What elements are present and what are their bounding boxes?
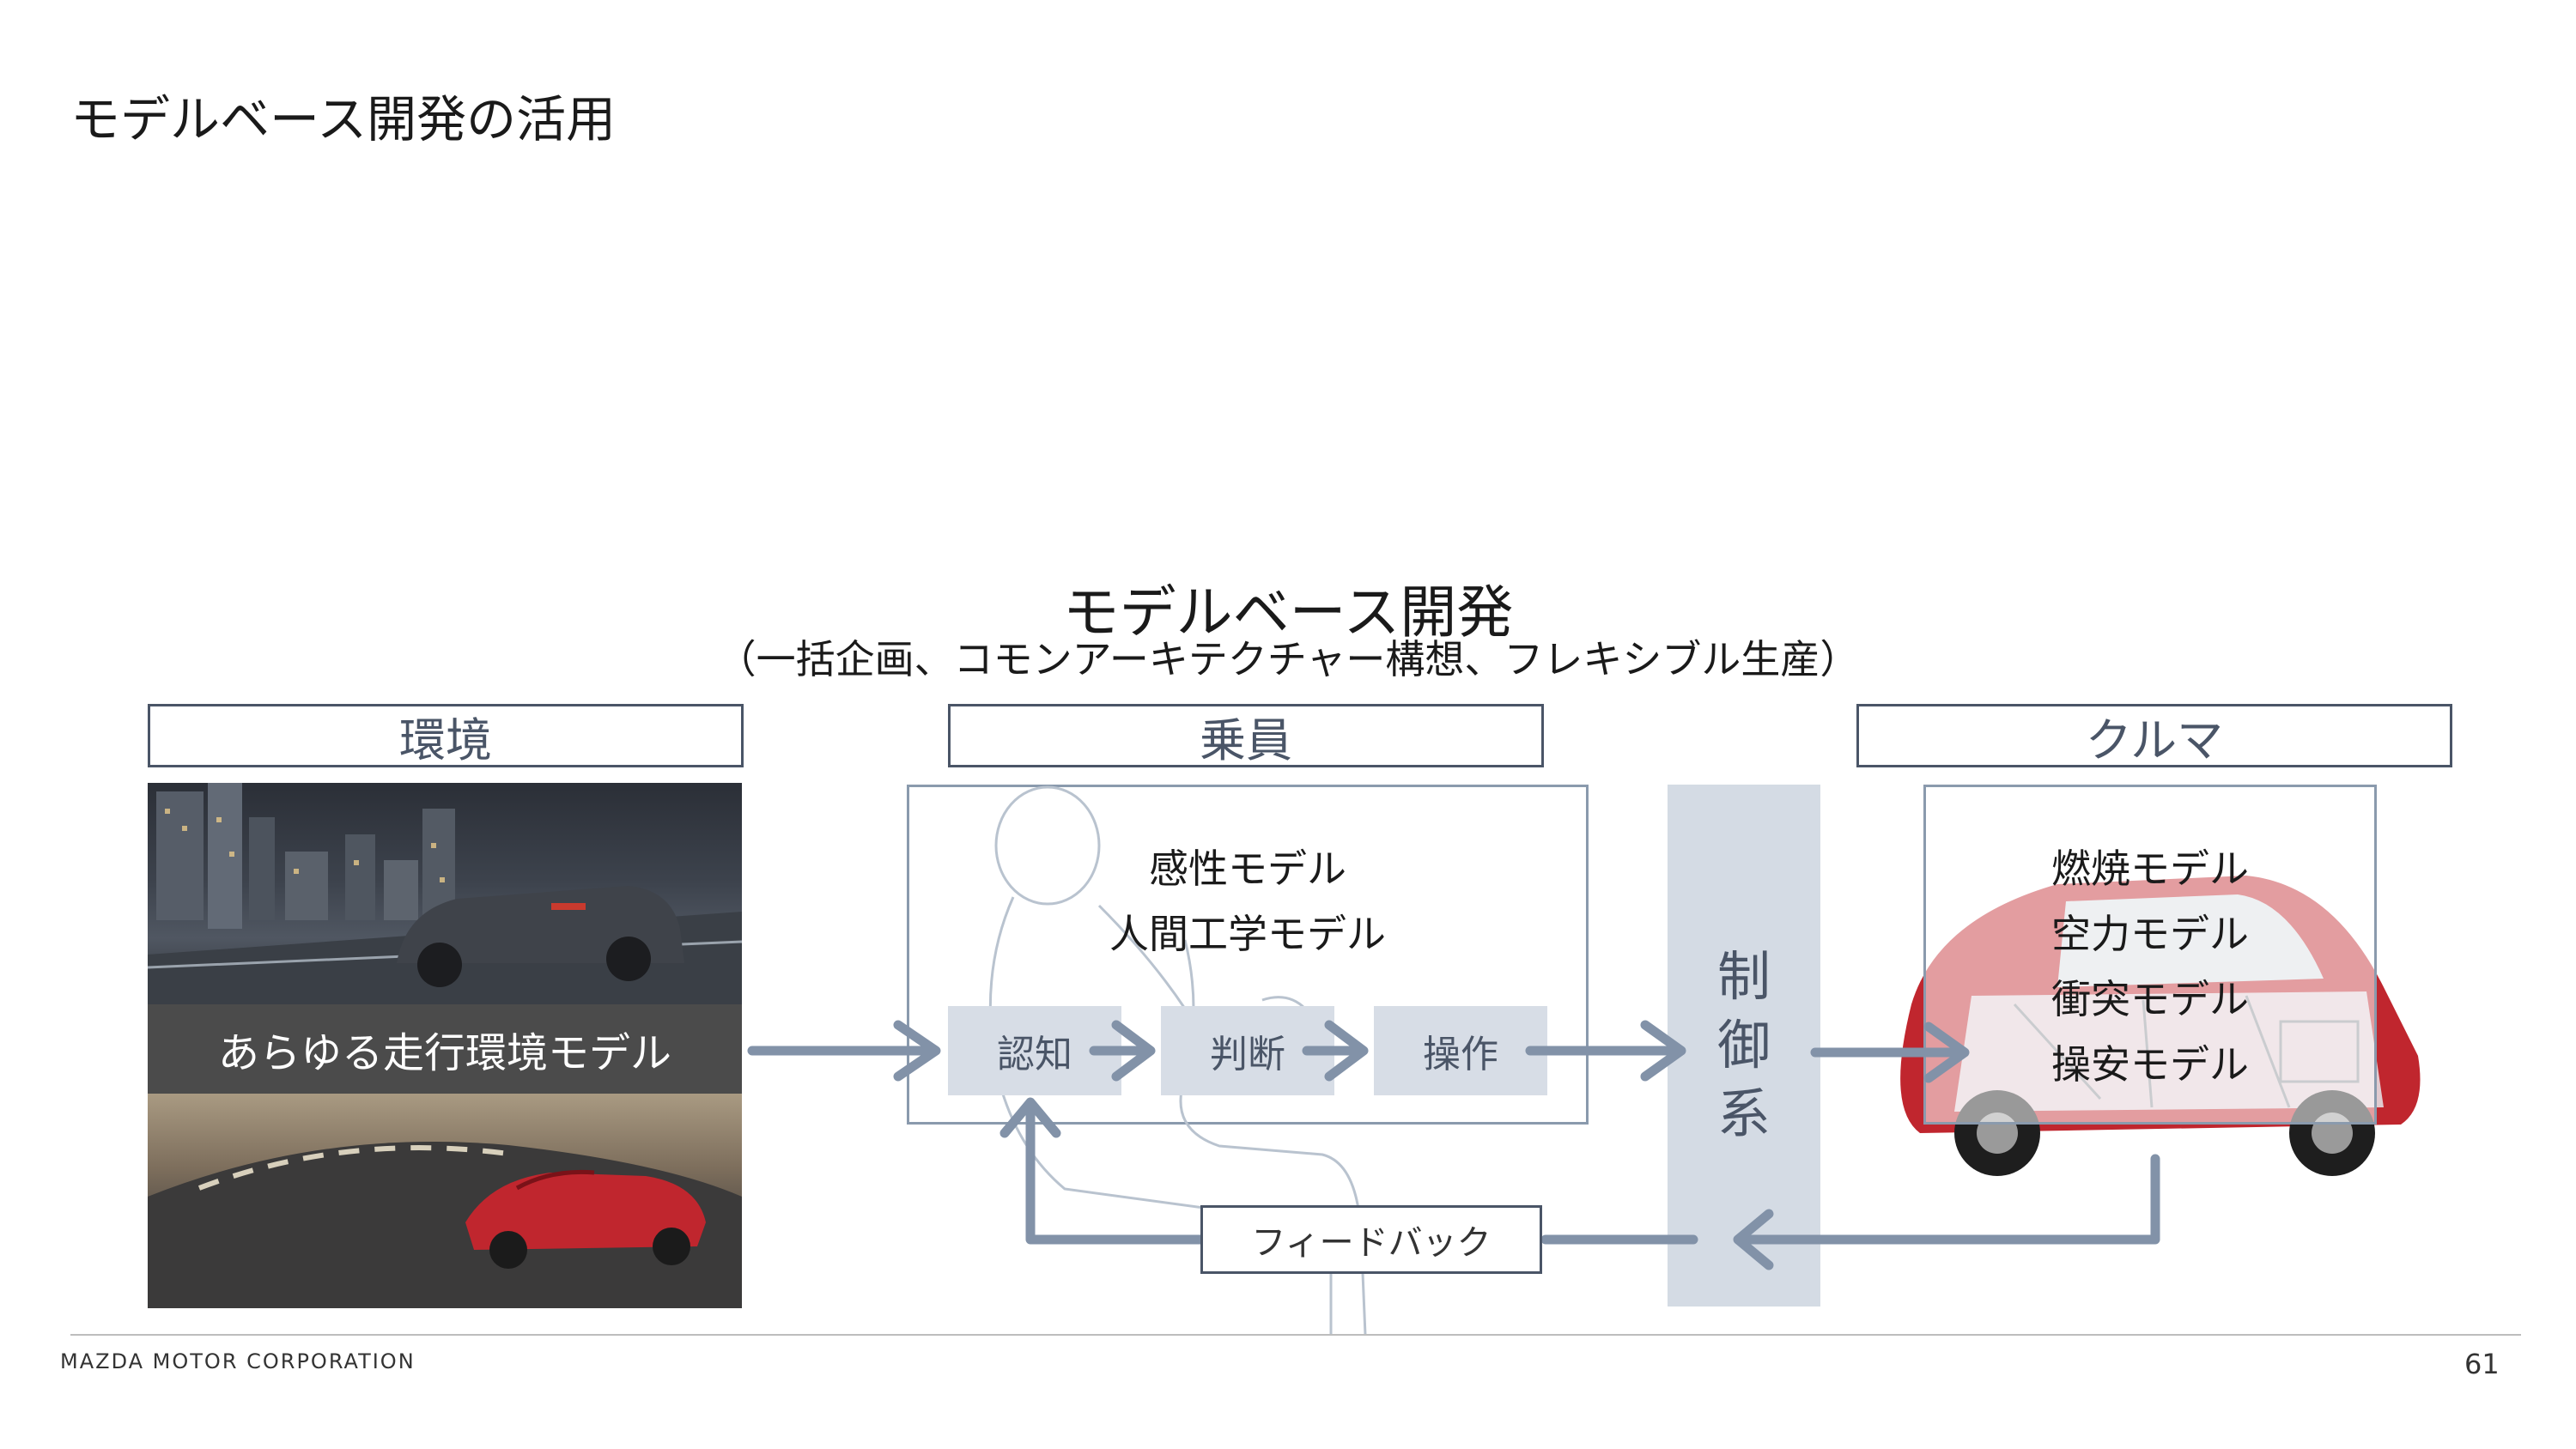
occupant-panel xyxy=(907,785,1589,1125)
arrow-feedback-return xyxy=(999,1097,2160,1270)
control-char: 制 xyxy=(1716,945,1771,1008)
arrow-recognition-to-judgement xyxy=(1089,1020,1156,1082)
roadster-on-road-photo xyxy=(148,1094,742,1308)
city-night-car-photo xyxy=(148,783,742,1004)
vehicle-model-item: 燃焼モデル xyxy=(2051,846,2249,892)
occupant-model-item: 人間工学モデル xyxy=(1109,911,1386,957)
diagram-title: モデルベース開発 xyxy=(1062,579,1514,646)
vehicle-model-item: 衝突モデル xyxy=(2051,976,2249,1022)
arrow-judgement-to-operation xyxy=(1302,1020,1369,1082)
occupant-header-label: 乗員 xyxy=(1200,712,1292,767)
environment-caption-label: あらゆる走行環境モデル xyxy=(217,1029,671,1077)
step-label: 判断 xyxy=(1210,1033,1285,1076)
arrow-operation-to-control xyxy=(1525,1020,1686,1082)
step-label: 操作 xyxy=(1423,1033,1498,1076)
vehicle-model-item: 操安モデル xyxy=(2051,1041,2249,1088)
step-operation: 操作 xyxy=(1374,1006,1547,1095)
feedback-label: フィードバック xyxy=(1251,1223,1492,1263)
vehicle-model-item: 空力モデル xyxy=(2051,911,2249,957)
vehicle-header-label: クルマ xyxy=(2085,712,2224,767)
environment-header: 環境 xyxy=(148,704,744,767)
occupant-header: 乗員 xyxy=(948,704,1544,767)
control-char: 御 xyxy=(1716,1014,1771,1076)
diagram-subtitle: （一括企画、コモンアーキテクチャー構想、フレキシブル生産） xyxy=(716,636,1860,682)
page-number: 61 xyxy=(2464,1348,2500,1380)
arrow-control-to-vehicle xyxy=(1810,1022,1970,1083)
environment-header-label: 環境 xyxy=(399,712,492,767)
vehicle-panel xyxy=(1923,785,2377,1125)
footer-company: MAZDA MOTOR CORPORATION xyxy=(60,1349,416,1373)
feedback-label-box: フィードバック xyxy=(1200,1205,1542,1274)
step-label: 認知 xyxy=(997,1033,1072,1076)
control-char: 系 xyxy=(1716,1082,1771,1145)
control-system: 制 御 系 xyxy=(1668,785,1820,1307)
footer-divider xyxy=(70,1334,2521,1336)
slide-title: モデルベース開発の活用 xyxy=(70,90,617,149)
vehicle-header: クルマ xyxy=(1856,704,2452,767)
arrow-environment-to-occupant xyxy=(747,1020,941,1082)
environment-caption: あらゆる走行環境モデル xyxy=(148,1004,742,1094)
occupant-model-item: 感性モデル xyxy=(1149,846,1346,892)
